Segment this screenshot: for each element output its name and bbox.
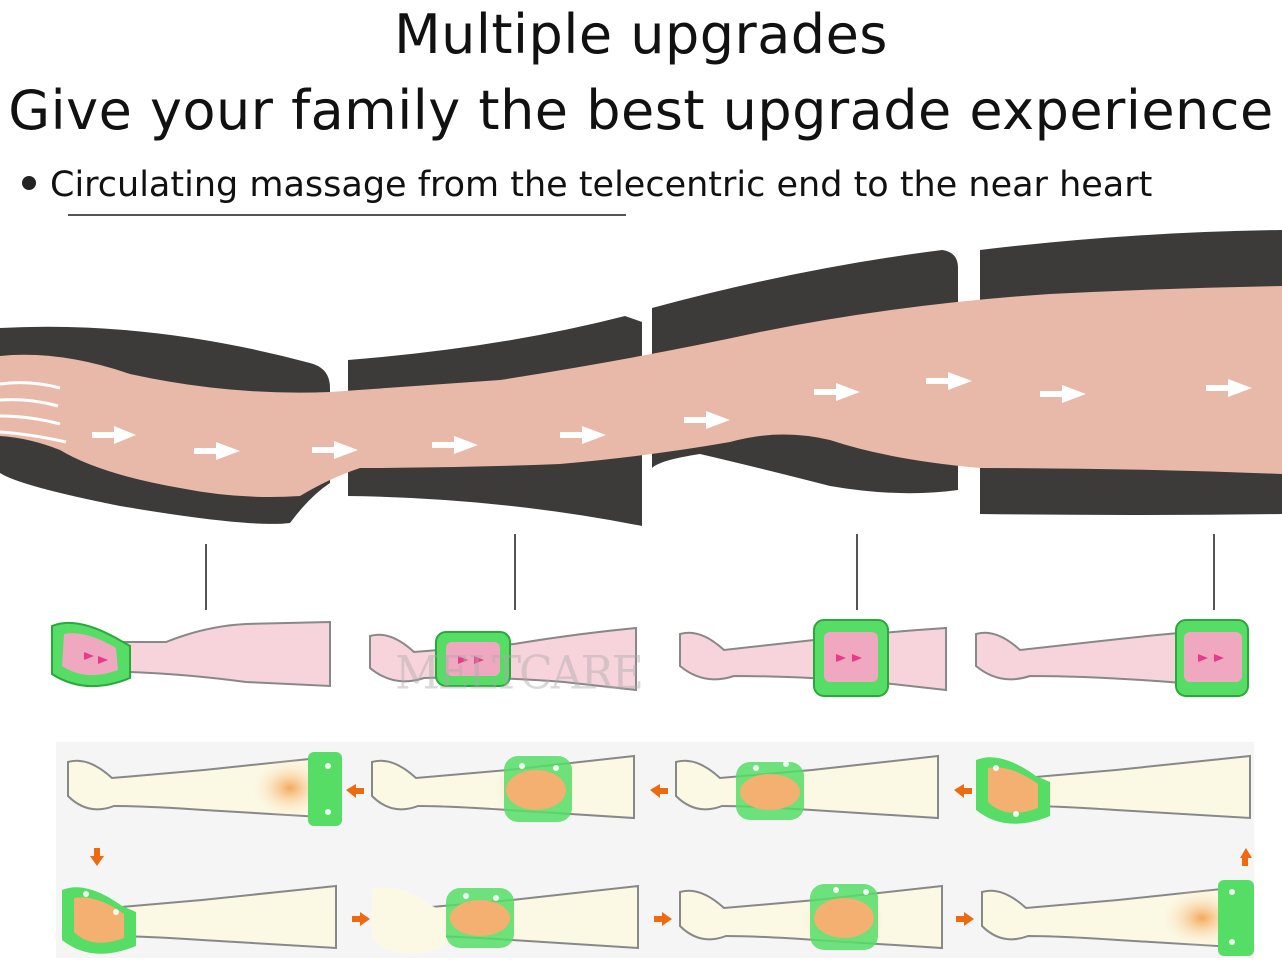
arrow-right-icon — [352, 912, 370, 926]
headline-multiple-upgrades: Multiple upgrades — [394, 3, 888, 66]
arrow-left-icon — [346, 784, 364, 798]
arrow-right-icon — [432, 436, 478, 454]
arrow-down-icon — [90, 848, 104, 866]
arrow-right-icon — [684, 411, 730, 429]
stage-3-knee-diagram — [679, 619, 947, 697]
stage-4-thigh-diagram — [975, 619, 1249, 697]
arrow-right-icon — [814, 383, 860, 401]
leg-cuff-illustration — [0, 230, 1282, 610]
leg-skin — [0, 286, 1282, 497]
cycle-bottom-row — [62, 880, 1254, 956]
stage-1-foot-diagram — [51, 620, 331, 688]
stage-2-calf-diagram — [369, 626, 637, 692]
underline-divider — [68, 214, 626, 216]
cycle-top-row — [67, 752, 1251, 826]
arrow-right-icon — [1206, 379, 1252, 397]
arrow-right-icon — [956, 912, 974, 926]
arrow-left-icon — [954, 784, 972, 798]
arrow-up-icon — [1240, 848, 1252, 866]
arrow-left-icon — [650, 784, 668, 798]
arrow-right-icon — [926, 372, 972, 390]
arrow-right-icon — [92, 426, 136, 444]
bullet-text: Circulating massage from the telecentric… — [50, 165, 1153, 205]
cycle-diagram — [62, 752, 1254, 956]
bullet-point: Circulating massage from the telecentric… — [22, 162, 1152, 208]
arrow-right-icon — [312, 441, 358, 459]
headline-family-experience: Give your family the best upgrade experi… — [8, 79, 1274, 142]
arrow-right-icon — [194, 442, 240, 460]
arrow-right-icon — [1040, 385, 1086, 403]
arrow-right-icon — [654, 912, 672, 926]
bullet-dot-icon — [22, 176, 36, 190]
arrow-right-icon — [560, 426, 606, 444]
brand-watermark: MELTCARE — [395, 646, 644, 701]
